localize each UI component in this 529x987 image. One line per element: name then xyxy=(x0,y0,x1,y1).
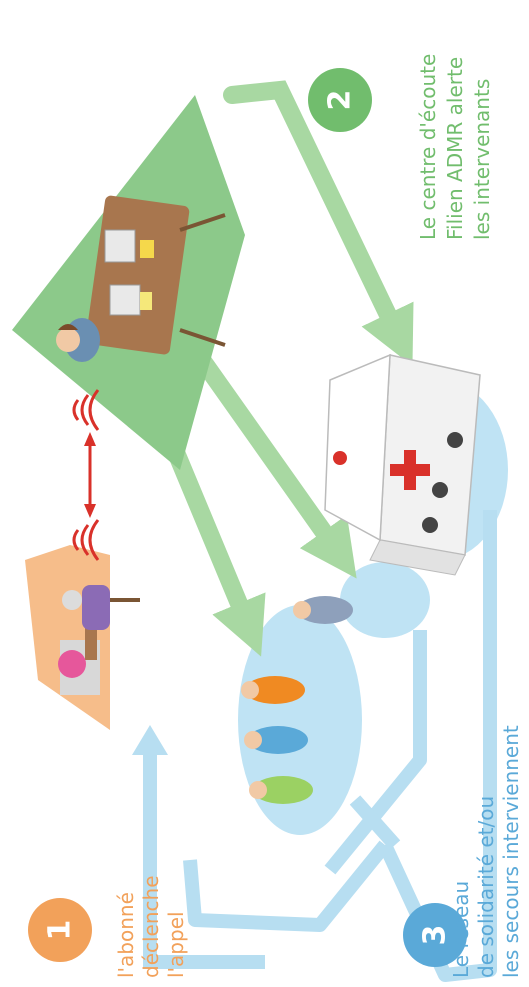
helpers-group xyxy=(241,676,313,804)
network-lines xyxy=(183,510,497,982)
helpers-group-ellipse xyxy=(238,605,362,835)
helper-ellipse xyxy=(340,562,430,638)
step-2-circle xyxy=(308,68,372,132)
step-3-line-1: Le réseau xyxy=(449,881,473,978)
step-3-line-2: de solidarité et/ou xyxy=(474,796,498,978)
step-1-line-3: l'appel xyxy=(164,911,188,978)
ambulance-icon xyxy=(324,353,481,576)
step-1-number: 1 xyxy=(43,920,78,941)
step-2-line-3: les intervenants xyxy=(470,79,494,240)
house-icon xyxy=(25,545,110,730)
step-2-number: 2 xyxy=(323,90,358,111)
step-2-label: Le centre d'écoute Filien ADMR alerte le… xyxy=(416,54,494,240)
signal-icon xyxy=(72,389,100,561)
step-1-badge: 1 xyxy=(28,898,92,962)
step-1-circle xyxy=(28,898,92,962)
step-2-line-1: Le centre d'écoute xyxy=(416,54,440,240)
step-3-badge: 3 xyxy=(403,903,467,967)
step-1-line-1: l'abonné xyxy=(114,892,138,978)
step-3-label: Le réseau de solidarité et/ou les secour… xyxy=(449,725,523,978)
step-3-number: 3 xyxy=(418,925,453,946)
arrow-to-helper xyxy=(186,341,357,579)
call-center-operator-icon xyxy=(56,195,226,362)
step-3-line-3: les secours interviennent xyxy=(499,725,523,978)
step-1-label: l'abonné déclenche l'appel xyxy=(114,875,188,978)
step-3-circle xyxy=(403,903,467,967)
return-arrow-head xyxy=(132,725,168,755)
subscriber-person-icon xyxy=(58,585,140,695)
arrow-to-ambulance xyxy=(223,80,414,366)
return-arrow xyxy=(143,745,265,969)
signal-arrow-down xyxy=(84,504,96,518)
helper-person-icon xyxy=(293,596,353,624)
step-1-line-2: déclenche xyxy=(139,875,163,978)
step-2-badge: 2 xyxy=(308,68,372,132)
step-2-line-2: Filien ADMR alerte xyxy=(443,57,467,240)
signal-arrow-up xyxy=(84,432,96,446)
